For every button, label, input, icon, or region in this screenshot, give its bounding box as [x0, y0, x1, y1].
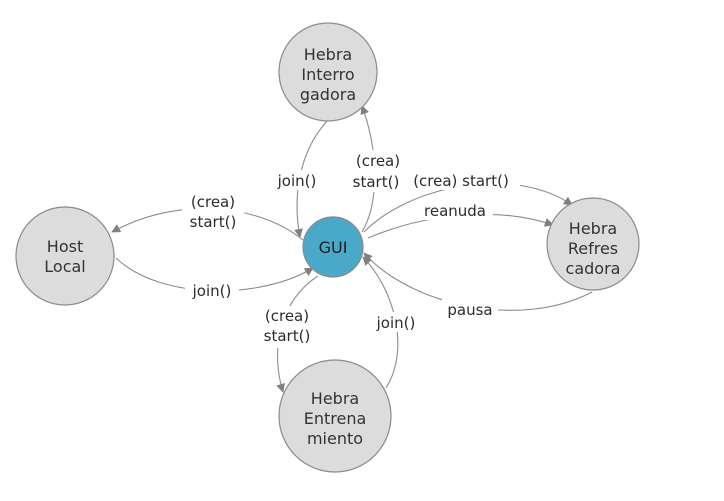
edge-label-interrogadora-join: join(): [277, 172, 317, 190]
edge-label-host-join: join(): [192, 282, 232, 300]
node-entrenamiento-line-3: miento: [307, 429, 363, 448]
node-interrogadora-line-1: Hebra: [304, 45, 352, 64]
node-hebra-entrenamiento: Hebra Entrena miento: [278, 359, 392, 473]
edge-label-host-crea: (crea): [191, 193, 235, 211]
node-refrescadora-line-1: Hebra: [569, 219, 617, 238]
node-host-circle: [15, 206, 115, 306]
edge-label-entrenamiento-start: start(): [264, 327, 311, 345]
node-entrenamiento-line-1: Hebra: [311, 389, 359, 408]
node-hebra-refrescadora: Hebra Refres cadora: [546, 197, 640, 291]
edge-label-entrenamiento-join: join(): [376, 314, 416, 332]
edge-label-host-start: start(): [190, 213, 237, 231]
edge-label-refrescadora-pausa: pausa: [447, 301, 492, 319]
edge-labels: join() (crea) start() (crea) start() rea…: [182, 150, 520, 348]
node-hebra-interrogadora: Hebra Interro gadora: [278, 22, 378, 122]
edge-label-interrogadora-start: start(): [353, 173, 400, 191]
node-entrenamiento-line-2: Entrena: [304, 409, 367, 428]
node-entrenamiento-circle: [278, 359, 392, 473]
node-interrogadora-line-2: Interro: [301, 65, 354, 84]
node-gui: GUI: [302, 216, 364, 278]
node-host-line-2: Local: [44, 257, 85, 276]
edge-label-interrogadora-crea: (crea): [356, 152, 400, 170]
node-interrogadora-line-3: gadora: [300, 85, 356, 104]
nodes: Hebra Interro gadora Host Local Hebra Re…: [15, 22, 640, 473]
node-refrescadora-line-3: cadora: [566, 259, 621, 278]
node-host-local: Host Local: [15, 206, 115, 306]
node-host-line-1: Host: [47, 237, 83, 256]
node-gui-label: GUI: [319, 238, 348, 257]
edge-label-refrescadora-crea-start: (crea) start(): [413, 172, 509, 190]
edge-label-entrenamiento-crea: (crea): [265, 307, 309, 325]
node-interrogadora-circle: [278, 22, 378, 122]
edge-label-refrescadora-reanuda: reanuda: [424, 202, 486, 220]
node-refrescadora-circle: [546, 197, 640, 291]
node-refrescadora-line-2: Refres: [568, 239, 618, 258]
node-gui-circle: [302, 216, 364, 278]
